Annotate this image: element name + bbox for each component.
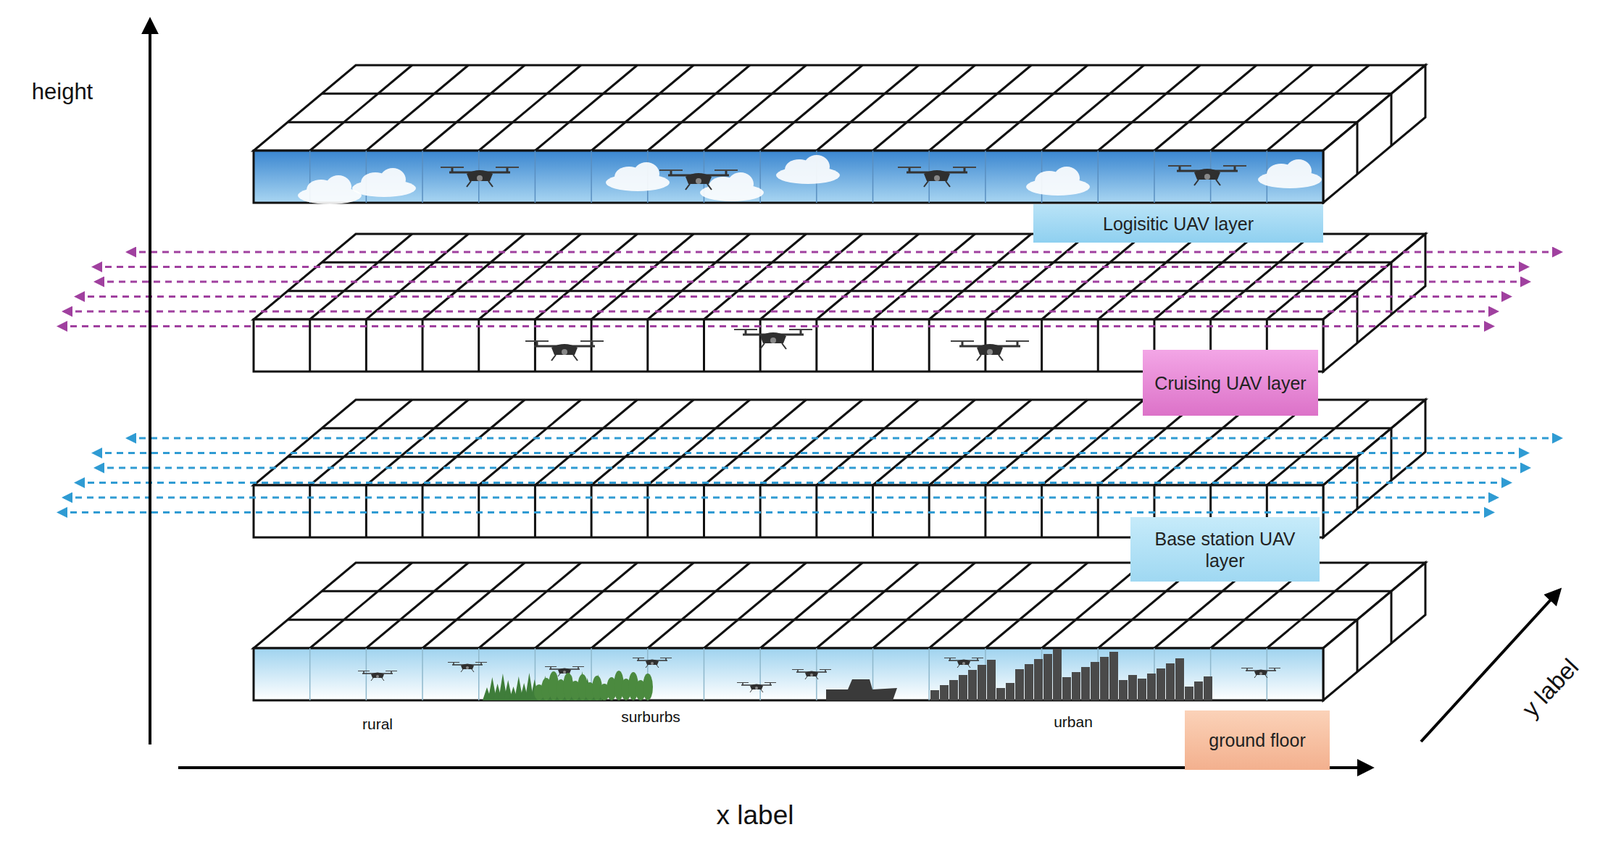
axis-label: y label bbox=[1517, 654, 1585, 724]
layer-slab bbox=[253, 563, 1426, 701]
link-arrow bbox=[93, 265, 1528, 269]
region-label: urban bbox=[1053, 713, 1093, 731]
layer-label-box: Cruising UAV layer bbox=[1142, 350, 1319, 416]
layer-label-box: ground floor bbox=[1184, 710, 1330, 771]
drone-icon bbox=[897, 167, 977, 187]
layer-label: Base station UAV layer bbox=[1140, 528, 1310, 572]
drone-icon bbox=[525, 341, 604, 361]
link-arrow bbox=[127, 437, 1561, 440]
layer-label: Cruising UAV layer bbox=[1154, 372, 1306, 395]
link-arrow bbox=[63, 310, 1498, 314]
drone-icon bbox=[447, 663, 487, 674]
drone-icon bbox=[950, 341, 1029, 361]
drone-icon bbox=[659, 170, 738, 190]
link-arrow bbox=[93, 452, 1528, 455]
link-arrow bbox=[95, 281, 1529, 284]
drone-icon bbox=[734, 329, 813, 350]
drone-icon bbox=[736, 683, 777, 694]
drone-icon bbox=[792, 670, 832, 681]
layer-label-box: Base station UAV layer bbox=[1130, 517, 1320, 582]
link-arrow bbox=[76, 481, 1511, 485]
cloud bbox=[1257, 159, 1322, 189]
drone-icon bbox=[1241, 668, 1281, 679]
link-arrow bbox=[58, 511, 1493, 514]
region-label: surburbs bbox=[621, 708, 681, 726]
link-arrow bbox=[76, 295, 1511, 298]
region-label: rural bbox=[362, 715, 393, 733]
drone-icon bbox=[440, 167, 519, 187]
layer-label-box: Logisitic UAV layer bbox=[1033, 204, 1324, 243]
city-silhouette bbox=[930, 649, 1213, 701]
ship-silhouette bbox=[826, 679, 898, 701]
cloud bbox=[1026, 166, 1090, 196]
drone-icon bbox=[1168, 165, 1247, 186]
drone-icon bbox=[944, 658, 984, 669]
cloud bbox=[352, 168, 416, 198]
layer-label: ground floor bbox=[1208, 729, 1306, 752]
link-arrow bbox=[58, 325, 1493, 328]
axis-label: height bbox=[31, 79, 93, 105]
layer-label: Logisitic UAV layer bbox=[1102, 213, 1254, 235]
cloud bbox=[297, 175, 362, 205]
tree-silhouette bbox=[482, 671, 653, 701]
link-arrow bbox=[127, 251, 1561, 254]
cloud bbox=[605, 162, 670, 192]
link-arrow bbox=[95, 467, 1529, 470]
cloud bbox=[776, 155, 840, 185]
drone-icon bbox=[357, 671, 398, 682]
link-arrow bbox=[63, 497, 1498, 500]
layer-slab bbox=[253, 65, 1426, 203]
axis-label: x label bbox=[716, 801, 795, 832]
drone-icon bbox=[632, 658, 672, 669]
